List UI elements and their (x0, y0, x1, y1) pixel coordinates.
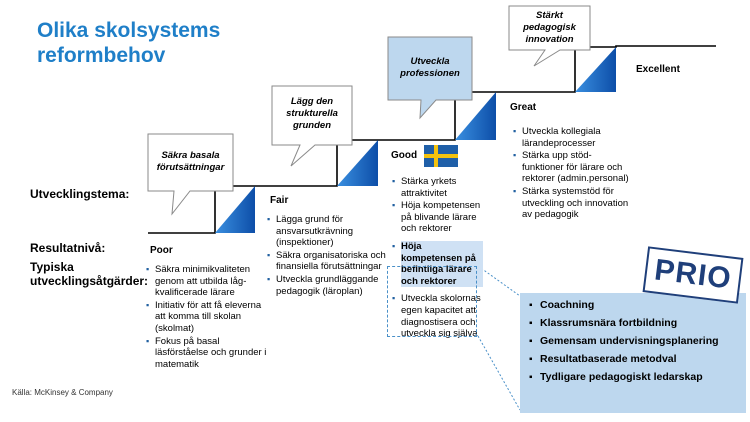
connector-line (477, 265, 521, 297)
connector-line (477, 335, 521, 411)
level-fair: Fair (270, 195, 289, 206)
list-item: Höja kompetensen på blivande lärare och … (392, 200, 483, 235)
actions-good: Stärka yrkets attraktivitet Höja kompete… (392, 176, 483, 341)
actions-fair: Lägga grund för ansvarsutkrävning (inspe… (267, 214, 386, 298)
prio-item: Tydligare pedagogiskt ledarskap (529, 371, 746, 384)
prio-item: Klassrumsnära fortbildning (529, 317, 746, 330)
bubble-great (508, 5, 591, 67)
list-item: Utveckla skolornas egen kapacitet att di… (392, 293, 483, 339)
actions-row-label: Typiska utvecklingsåtgärder: (30, 260, 149, 288)
bubble-good (387, 36, 473, 120)
bubble-poor (147, 133, 234, 216)
prio-list-box: Coachning Klassrumsnära fortbildning Gem… (520, 293, 746, 413)
level-good: Good (391, 150, 418, 161)
level-poor: Poor (150, 245, 173, 256)
prio-item: Resultatbaserade metodval (529, 353, 746, 366)
list-item: Fokus på basal läsförståelse och grunder… (146, 336, 273, 371)
list-item: Säkra minimikvaliteten genom att utbilda… (146, 264, 273, 299)
highlighted-list-item: Höja kompetensen på befintliga lärare oc… (392, 240, 483, 288)
list-item: Stärka systemstöd för utveckling och inn… (513, 186, 632, 221)
result-row-label: Resultatnivå: (30, 241, 106, 255)
list-item: Lägga grund för ansvarsutkrävning (inspe… (267, 214, 386, 249)
step-riser-fair (215, 186, 255, 233)
highlight-box (387, 266, 477, 337)
theme-row-label: Utvecklingstema: (30, 187, 130, 201)
step-riser-good (337, 140, 378, 186)
level-great: Great (510, 102, 537, 113)
page-title: Olika skolsystems reformbehov (37, 19, 221, 67)
list-item: Initiativ för att få eleverna att komma … (146, 300, 273, 335)
step-riser-great (455, 92, 496, 140)
actions-great: Utveckla kollegiala lärandeprocesser Stä… (513, 126, 632, 222)
bubble-fair (271, 85, 353, 167)
prio-item: Gemensam undervisningsplanering (529, 335, 746, 348)
list-item: Stärka upp stöd-funktioner för lärare oc… (513, 150, 632, 185)
list-item: Stärka yrkets attraktivitet (392, 176, 483, 199)
sweden-flag-icon (424, 145, 458, 167)
level-excellent: Excellent (636, 64, 680, 75)
source-note: Källa: McKinsey & Company (12, 388, 113, 397)
actions-poor: Säkra minimikvaliteten genom att utbilda… (146, 264, 273, 371)
step-riser-excellent (575, 47, 616, 92)
list-item: Säkra organisatoriska och finansiella fö… (267, 250, 386, 273)
list-item: Utveckla kollegiala lärandeprocesser (513, 126, 632, 149)
list-item: Utveckla grundläggande pedagogik (läropl… (267, 274, 386, 297)
prio-item: Coachning (529, 299, 746, 312)
